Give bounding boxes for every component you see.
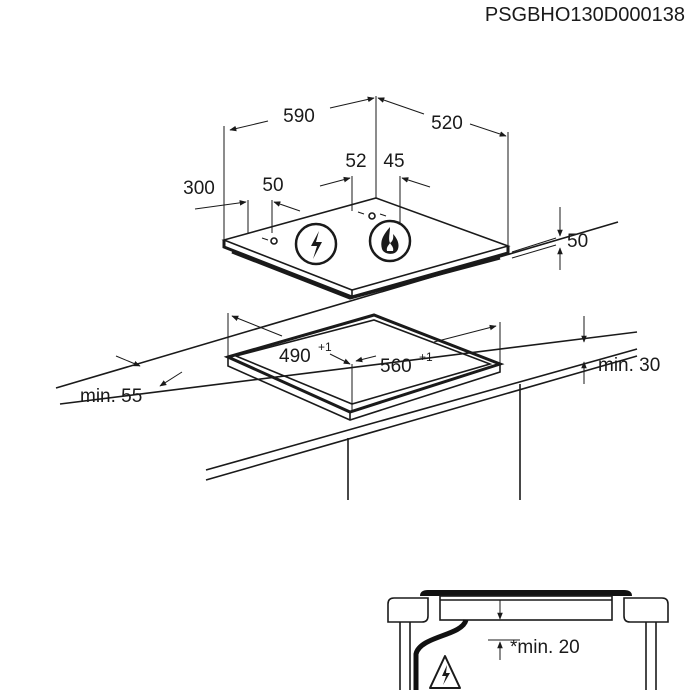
dim-depth: 520 [377,97,509,246]
section-detail: *min. 20 [387,590,669,690]
label-560: 560 [380,356,412,377]
section-hob-plate [420,590,632,596]
dim-cutout-depth: 490 +1 [227,313,351,367]
label-490-tol: +1 [318,340,332,354]
dim-height: 50 [511,207,588,270]
knob-marker [270,237,278,245]
cutout-outline [223,313,505,414]
label-50-top: 50 [262,175,283,196]
knob-marker [368,212,376,220]
label-520: 520 [431,113,463,134]
label-45: 45 [383,151,404,172]
dim-width: 590 [223,96,377,240]
dim-burner-offsets: 52 45 [319,151,431,224]
electric-hazard-icon [294,222,338,266]
countertop [55,221,638,500]
countertop-back-edge [55,221,619,389]
gas-flame-icon [368,219,412,263]
label-52: 52 [345,151,366,172]
dim-cutout-width: 560 +1 [351,322,501,410]
label-590: 590 [283,106,315,127]
label-min-20: *min. 20 [510,637,580,658]
label-560-tol: +1 [419,350,433,364]
hob [221,197,511,300]
label-490: 490 [279,346,311,367]
label-min-55: min. 55 [80,386,142,407]
document-code: PSGBHO130D000138 [485,4,685,26]
power-cable [413,618,469,690]
dim-min-side: min. 30 [581,316,660,384]
dim-knob-offsets: 300 50 [183,175,301,233]
hob-top-plate [221,197,511,291]
label-300: 300 [183,178,215,199]
electric-warning-icon [429,655,461,689]
label-min-30: min. 30 [598,355,660,376]
dim-min-front: min. 55 [80,355,183,407]
